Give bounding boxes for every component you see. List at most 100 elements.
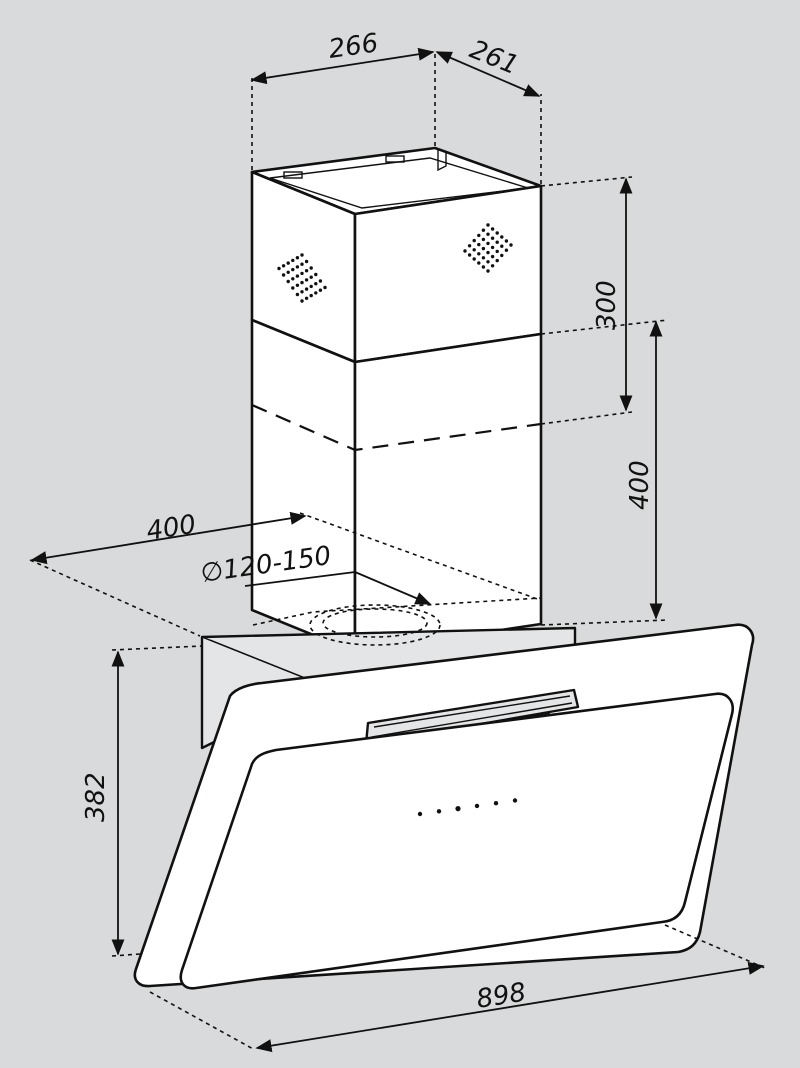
vent-hole (291, 267, 295, 272)
vent-hole (318, 279, 323, 283)
label-hood-width: 898 (474, 978, 528, 1015)
label-hood-depth: 400 (144, 510, 198, 547)
indicator-dot (512, 798, 518, 803)
label-upper-chimney-height: 300 (592, 280, 622, 330)
vent-hole (495, 240, 499, 244)
vent-hole (304, 269, 309, 273)
vent-hole (486, 250, 490, 255)
duct-opening-outer (309, 604, 441, 646)
vent-hole (309, 266, 313, 270)
vent-hole (286, 261, 290, 265)
vent-hole (291, 286, 295, 290)
indicator-dot (474, 803, 480, 809)
label-chimney-width: 266 (327, 28, 380, 65)
vent-hole (481, 265, 486, 269)
vent-hole (300, 280, 304, 285)
vent-hole (500, 244, 504, 248)
vent-hole (277, 266, 281, 271)
vent-hole (467, 253, 472, 257)
touch-control-indicators (417, 798, 518, 817)
vent-hole (300, 290, 304, 294)
vent-hole (509, 243, 513, 247)
telescopic-overlap-line (251, 403, 542, 452)
hood-body (133, 512, 755, 990)
vent-hole (291, 277, 295, 281)
indicator-dot (455, 806, 461, 812)
vent-hole (463, 249, 467, 253)
vent-grille-left (277, 253, 327, 303)
vent-hole (304, 278, 309, 282)
vent-hole (486, 223, 490, 227)
label-chimney-depth: 261 (465, 35, 522, 81)
vent-hole (472, 257, 476, 261)
vent-hole (281, 264, 286, 268)
vent-hole (314, 282, 318, 286)
dimension-lines (29, 47, 766, 1053)
glass-panel-front (179, 692, 734, 990)
vent-hole (490, 254, 495, 259)
vent-hole (477, 252, 481, 256)
vent-hole (481, 256, 486, 260)
vent-hole (300, 271, 304, 276)
dimension-line-duct-diameter (244, 571, 356, 587)
vent-hole (304, 287, 309, 291)
label-lower-chimney-height: 400 (625, 460, 655, 510)
vent-hole (286, 270, 290, 274)
vent-hole (490, 236, 495, 240)
vent-hole (504, 248, 509, 252)
vent-hole (300, 299, 304, 303)
indicator-dot (493, 801, 499, 806)
vent-hole (477, 261, 481, 265)
vent-hole (477, 242, 481, 247)
vent-hole (504, 239, 509, 243)
vent-hole (481, 228, 486, 232)
vent-hole (295, 256, 300, 260)
dimension-line-chimney-depth (435, 51, 541, 97)
mounting-bracket-right (385, 155, 405, 163)
vent-hole (500, 253, 504, 258)
vent-grille-right (463, 223, 513, 273)
vent-hole (314, 291, 318, 295)
vent-hole (481, 246, 486, 251)
chimney (250, 146, 543, 654)
vent-hole (495, 249, 499, 254)
vent-hole (286, 279, 290, 284)
lower-chimney-left-face (250, 318, 357, 654)
vent-hole (486, 232, 490, 236)
lower-chimney-front-face (353, 332, 543, 654)
indicator-dot (436, 809, 442, 814)
vent-hole (500, 235, 504, 239)
vent-hole (490, 227, 495, 231)
vent-hole (291, 258, 295, 263)
dimension-line-hood-depth (30, 511, 307, 565)
vent-hole (309, 275, 313, 279)
vent-hole (490, 245, 495, 250)
mounting-bracket-left (283, 171, 303, 179)
indicator-dot (417, 811, 423, 817)
dimension-line-hood-width (255, 961, 765, 1053)
vent-hole (304, 259, 309, 264)
vent-hole (318, 288, 323, 292)
vent-hole (304, 296, 309, 300)
vent-hole (486, 241, 490, 246)
vent-hole (309, 293, 313, 298)
vent-hole (481, 237, 486, 242)
label-hood-height: 382 (81, 772, 111, 822)
vent-hole (295, 265, 300, 269)
vent-hole (472, 248, 476, 252)
vent-hole (472, 238, 476, 243)
vent-hole (490, 264, 495, 268)
vent-hole (300, 253, 304, 257)
vent-hole (495, 231, 499, 235)
vent-hole (300, 262, 304, 266)
vent-hole (295, 274, 300, 278)
vent-hole (281, 273, 286, 277)
dimension-line-chimney-width (250, 47, 435, 85)
vent-hole (477, 233, 481, 238)
vent-hole (323, 285, 327, 290)
duct-opening-inner (322, 608, 428, 638)
vent-hole (295, 283, 300, 287)
vent-hole (486, 260, 490, 264)
